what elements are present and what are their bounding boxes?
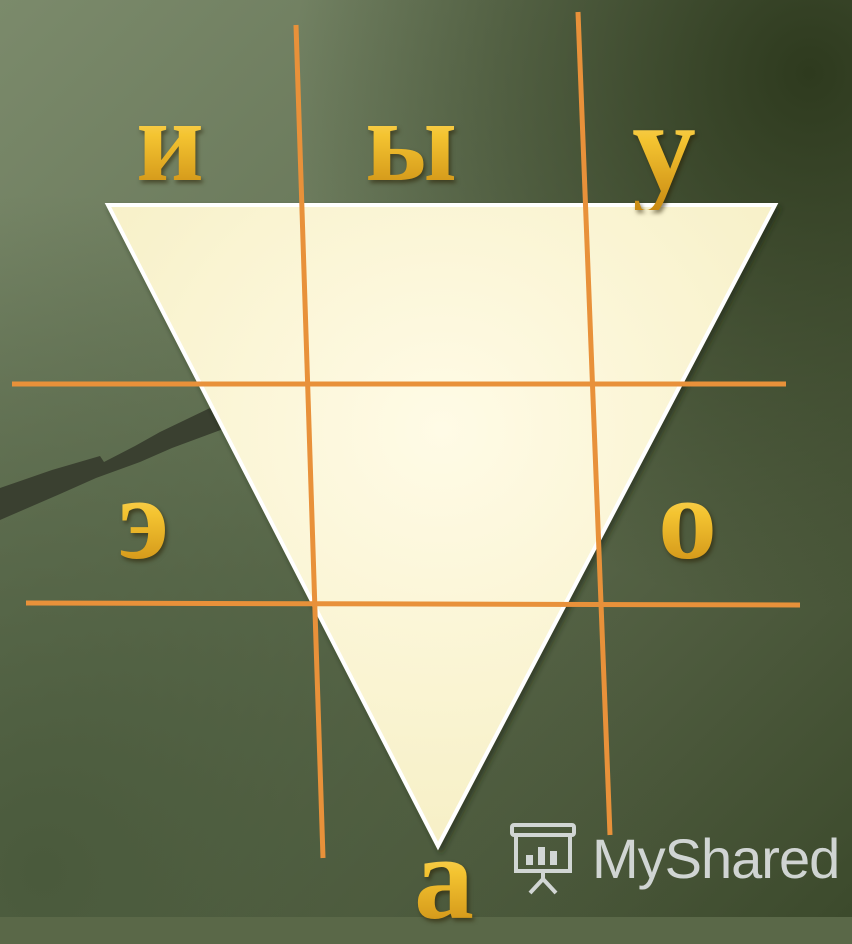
vowel-o: о — [658, 460, 717, 578]
presentation-board-icon — [504, 819, 582, 897]
myshared-watermark: MyShared — [504, 818, 839, 898]
slide-background: и ы у э о а MyShared — [0, 0, 852, 917]
vowel-e: э — [118, 460, 169, 578]
vowel-i: и — [136, 82, 204, 200]
vowel-y: ы — [365, 82, 457, 200]
vowel-u: у — [632, 82, 696, 210]
pointer-stick — [0, 408, 226, 520]
watermark-text: MyShared — [592, 826, 839, 891]
horizontal-line-lower — [26, 603, 800, 605]
vowel-a: а — [414, 818, 474, 938]
